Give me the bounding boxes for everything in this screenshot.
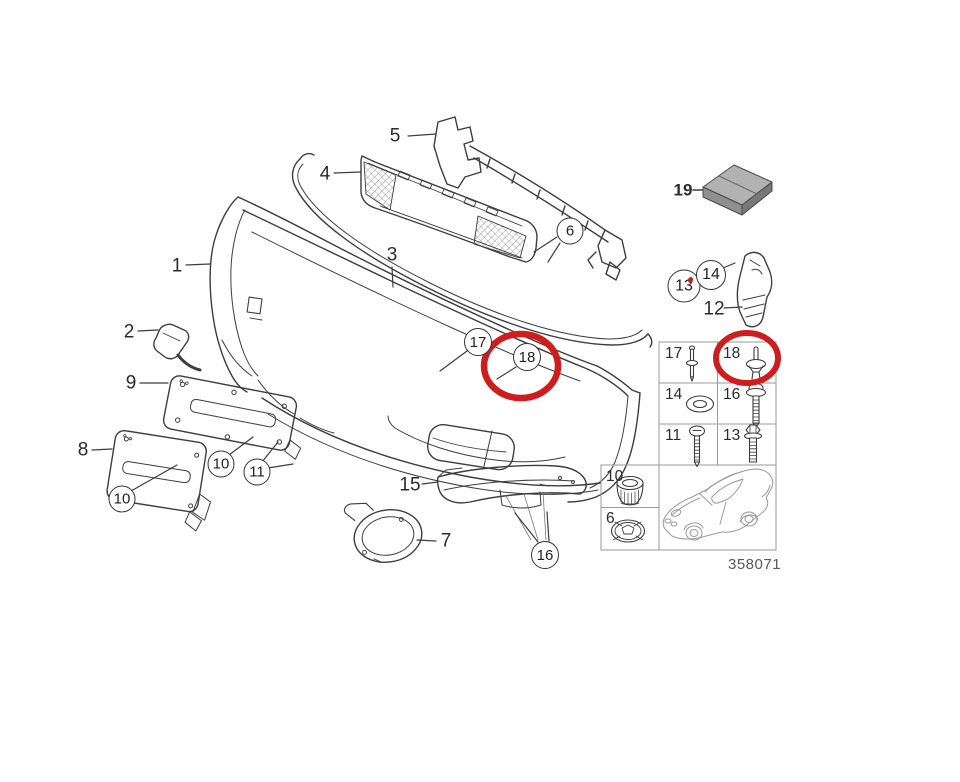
diagram-number: 358071: [728, 556, 782, 573]
cap-grommet-icon: [610, 519, 646, 543]
callout-2[interactable]: 2: [123, 321, 135, 343]
callout-1[interactable]: 1: [171, 255, 183, 277]
legend-grid: [600, 341, 777, 551]
callout-5[interactable]: 5: [389, 125, 401, 147]
grommet-nut-icon: [616, 475, 644, 506]
callout-16-label: 16: [536, 546, 554, 564]
plate-base-8-art: [106, 429, 212, 532]
legend-cell-10-label[interactable]: 10: [606, 468, 624, 485]
hardware-kit-box: [702, 164, 773, 216]
expansion-rivet-pin-icon: [685, 345, 699, 382]
legend-cell-17-label[interactable]: 17: [665, 345, 683, 362]
callout-10a-label: 10: [113, 490, 131, 508]
red-ring-legend: [713, 330, 781, 386]
callout-17-circle[interactable]: 17: [464, 328, 492, 356]
red-ring-main: [480, 330, 562, 402]
callout-11-label: 11: [249, 463, 265, 481]
callout-8[interactable]: 8: [77, 439, 89, 461]
legend-cell-16-label[interactable]: 16: [723, 386, 741, 403]
callout-14-label: 14: [702, 266, 720, 283]
reinforcement-rail-art: [433, 116, 627, 281]
car-silhouette-icon: [662, 468, 774, 541]
callout-14-circle[interactable]: 14: [696, 260, 726, 290]
grille-art: [360, 155, 538, 263]
callout-6-label: 6: [565, 222, 575, 240]
callout-3[interactable]: 3: [386, 244, 398, 266]
pan-head-screw-icon: [688, 425, 706, 468]
callout-7[interactable]: 7: [440, 530, 452, 552]
spoiler-lip-art: [436, 464, 587, 541]
callout-18-label: 18: [518, 348, 536, 366]
legend-cell-6-label[interactable]: 6: [606, 510, 615, 527]
callout-10b-label: 10: [212, 455, 230, 473]
leader-lines: [91, 133, 743, 543]
callout-11-circle[interactable]: 11: [243, 458, 271, 486]
legend-cell-18-label[interactable]: 18: [723, 345, 741, 362]
callout-9[interactable]: 9: [125, 372, 137, 394]
callout-6-circle[interactable]: 6: [556, 217, 584, 245]
callout-16-circle[interactable]: 16: [531, 541, 559, 569]
legend-cell-11-label[interactable]: 11: [665, 427, 682, 444]
screw-washer-head-icon: [745, 382, 767, 429]
rub-strip-art: [291, 152, 653, 348]
red-highlight-rings: [480, 330, 781, 402]
callout-12[interactable]: 12: [703, 298, 725, 320]
callout-10a-circle[interactable]: 10: [108, 485, 136, 513]
callout-19[interactable]: 19: [673, 180, 693, 200]
fog-ring-art: [343, 502, 423, 563]
legend-cell-13-label[interactable]: 13: [723, 427, 741, 444]
callout-4[interactable]: 4: [319, 163, 331, 185]
bracket-12-art: [736, 251, 773, 328]
tow-hook-cover-art: [153, 323, 202, 372]
callout-15[interactable]: 15: [399, 474, 421, 496]
legend-cell-14-label[interactable]: 14: [665, 386, 683, 403]
washer-icon: [685, 395, 715, 413]
callout-18-circle[interactable]: 18: [513, 343, 541, 371]
expanding-rivet-icon: [745, 346, 767, 380]
hex-flange-bolt-icon: [743, 424, 763, 463]
callout-10b-circle[interactable]: 10: [207, 450, 235, 478]
plate-base-9-art: [162, 375, 302, 460]
callout-17-label: 17: [469, 333, 487, 351]
bumper-cover-art: [209, 196, 641, 509]
